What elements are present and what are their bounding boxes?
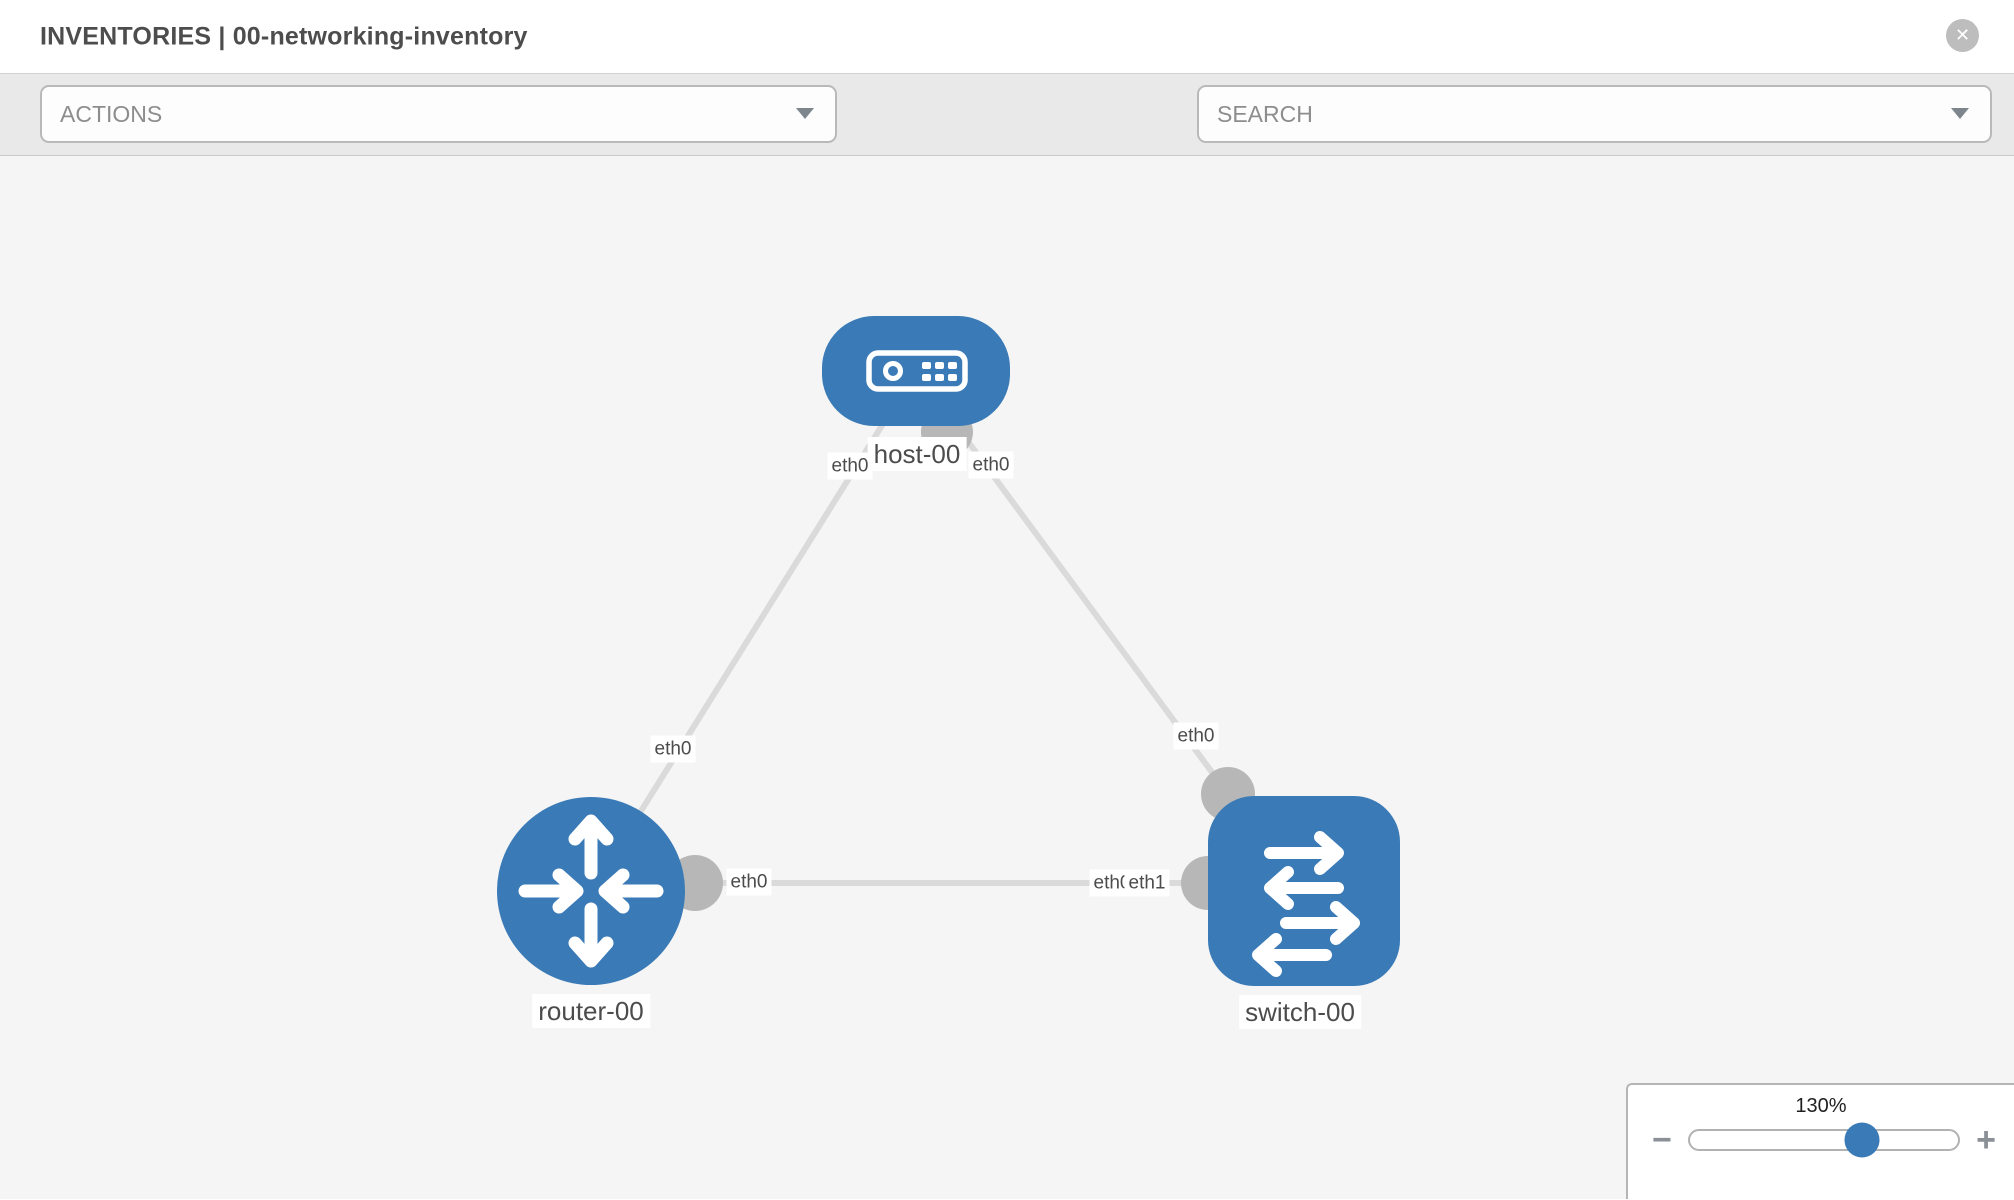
interface-label: eth0 — [827, 452, 873, 480]
interface-label: eth0 — [968, 451, 1014, 479]
node-label-router: router-00 — [532, 994, 650, 1028]
node-router-00[interactable] — [497, 797, 685, 985]
zoom-out-button[interactable]: − — [1652, 1123, 1672, 1157]
plus-icon: + — [1976, 1121, 1996, 1159]
search-input[interactable] — [1199, 100, 1951, 128]
node-label-switch: switch-00 — [1239, 995, 1361, 1029]
zoom-slider[interactable] — [1687, 1122, 1961, 1158]
page-title: INVENTORIES | 00-networking-inventory — [40, 22, 528, 50]
router-icon — [518, 814, 664, 968]
node-switch-00[interactable] — [1208, 796, 1400, 986]
interface-label: eth1 — [1124, 869, 1170, 897]
zoom-in-button[interactable]: + — [1976, 1123, 1996, 1157]
caret-down-icon — [1951, 108, 1969, 119]
switch-icon — [1252, 831, 1360, 977]
breadcrumb-header: INVENTORIES | 00-networking-inventory ✕ — [0, 0, 2014, 73]
node-label-host: host-00 — [867, 437, 967, 471]
actions-dropdown[interactable]: ACTIONS — [40, 85, 837, 143]
zoom-slider-thumb[interactable] — [1844, 1122, 1880, 1158]
host-icon — [866, 350, 968, 392]
node-host-00[interactable] — [822, 316, 1010, 426]
caret-down-icon — [796, 108, 814, 119]
actions-dropdown-label: ACTIONS — [60, 100, 163, 127]
interface-label: eth0 — [650, 735, 696, 763]
minus-icon: − — [1652, 1121, 1672, 1159]
zoom-panel: 130% − + — [1626, 1083, 2014, 1199]
close-icon: ✕ — [1954, 25, 1971, 45]
interface-label: eth0 — [1173, 722, 1219, 750]
interface-label: eth0 — [726, 868, 772, 896]
topology-canvas[interactable]: host-00 router-00 switch-00 eth0 eth0 et… — [0, 156, 2014, 1199]
close-button[interactable]: ✕ — [1946, 19, 1979, 52]
zoom-level-value: 130% — [1795, 1095, 1847, 1117]
toolbar: ACTIONS — [0, 73, 2014, 207]
search-box[interactable] — [1197, 85, 1992, 143]
links-layer — [588, 369, 1255, 911]
